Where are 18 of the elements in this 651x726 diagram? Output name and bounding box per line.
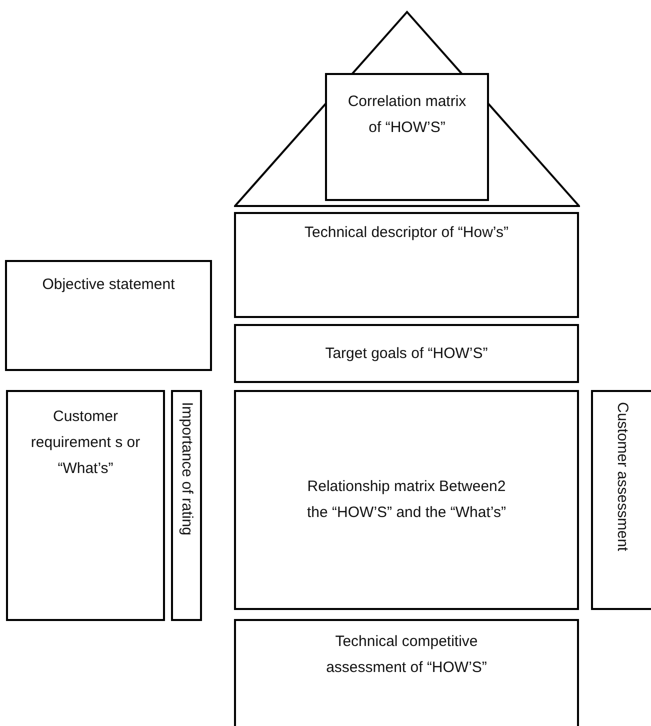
section-box — [234, 619, 579, 726]
box-label: Objective statement — [42, 275, 175, 295]
box-label: Relationship matrix Between2 the “HOW’S” and the “What’s” — [306, 477, 507, 523]
box-label: Correlation matrix of “HOW’S” — [347, 92, 467, 138]
box-label: Customer assessment — [613, 402, 632, 552]
section-box — [234, 324, 579, 383]
box-label: Technical descriptor of “How’s” — [304, 223, 508, 243]
section-box — [6, 390, 165, 621]
section-box — [591, 390, 651, 610]
section-box — [5, 260, 212, 371]
section-box — [171, 390, 202, 621]
section-box — [234, 390, 579, 610]
section-box — [234, 212, 579, 318]
section-box — [325, 73, 489, 201]
box-label: Technical competitive assessment of “HOW’S” — [325, 632, 488, 678]
box-label: Target goals of “HOW’S” — [325, 344, 488, 364]
box-label: Importance of rating — [178, 402, 196, 536]
box-label: Customer requirement s or “What’s” — [30, 407, 142, 479]
